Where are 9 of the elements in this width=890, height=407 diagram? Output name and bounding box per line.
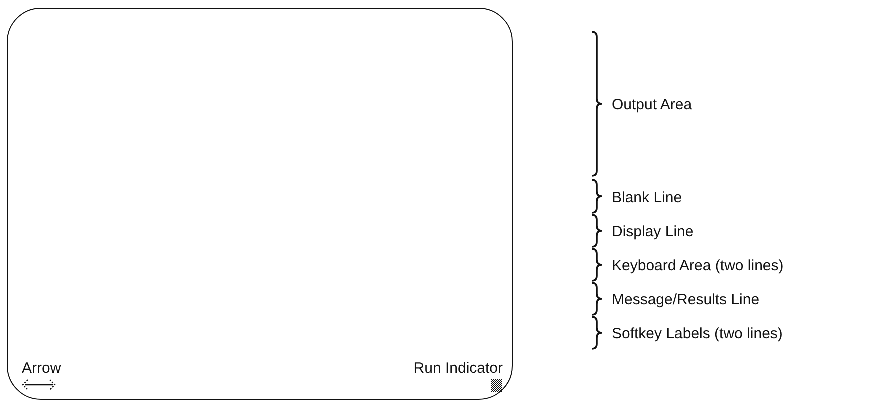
region-label: Output Area (612, 96, 692, 114)
region-label: Blank Line (612, 189, 682, 206)
screen-label: Run Indicator (414, 360, 503, 377)
screen-outline (7, 8, 513, 400)
region-label: Keyboard Area (two lines) (612, 258, 784, 274)
screen-label: Arrow (22, 360, 62, 377)
region-label: Message/Results Line (612, 292, 760, 308)
region-label: Display Line (612, 224, 694, 240)
region-label: Softkey Labels (two lines) (612, 326, 783, 342)
